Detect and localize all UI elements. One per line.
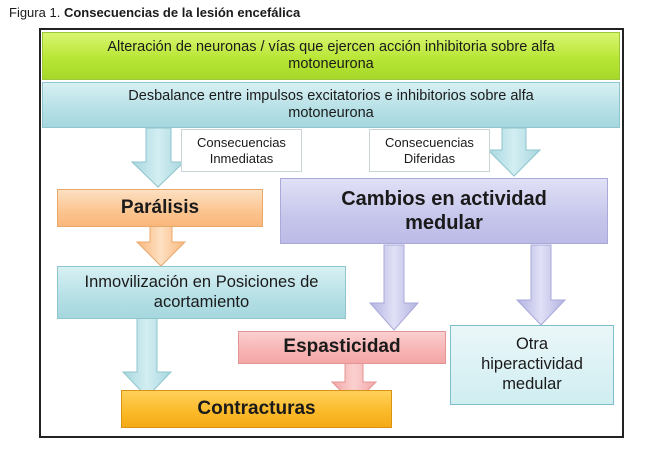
- box-espasticidad-text: Espasticidad: [283, 336, 401, 358]
- box-paralisis: Parálisis: [57, 189, 263, 227]
- box-otra-text: Otra hiperactividad medular: [481, 335, 583, 393]
- caption-title: Consecuencias de la lesión encefálica: [63, 5, 301, 20]
- box-espasticidad: Espasticidad: [238, 331, 446, 364]
- box-desbalance-text: Desbalance entre impulsos excitatorios e…: [128, 87, 534, 121]
- box-desbalance: Desbalance entre impulsos excitatorios e…: [42, 82, 620, 128]
- box-inmediatas-text: Consecuencias Inmediatas: [197, 134, 286, 166]
- arrow-inmovilizacion-contracturas: [121, 317, 173, 398]
- box-contracturas-text: Contracturas: [197, 397, 316, 419]
- box-cambios-text: Cambios en actividad medular: [341, 188, 547, 234]
- box-contracturas: Contracturas: [121, 390, 392, 428]
- box-paralisis-text: Parálisis: [120, 196, 200, 218]
- box-otra: Otra hiperactividad medular: [450, 325, 614, 405]
- box-diferidas-text: Consecuencias Diferidas: [385, 134, 474, 166]
- box-inmovilizacion: Inmovilización en Posiciones de acortami…: [57, 266, 346, 319]
- box-inmovilizacion-text: Inmovilización en Posiciones de acortami…: [84, 272, 319, 311]
- figure-caption: Figura 1. Consecuencias de la lesión enc…: [9, 5, 300, 20]
- arrow-cambios-otra: [515, 244, 567, 326]
- box-cambios: Cambios en actividad medular: [280, 178, 608, 244]
- box-diferidas: Consecuencias Diferidas: [369, 129, 490, 172]
- arrow-paralisis-inmovilizacion: [135, 225, 187, 267]
- box-inmediatas: Consecuencias Inmediatas: [181, 129, 302, 172]
- box-alteracion: Alteración de neuronas / vías que ejerce…: [42, 32, 620, 80]
- arrow-cambios-espasticidad: [368, 244, 420, 331]
- caption-prefix: Figura 1.: [9, 5, 61, 20]
- box-alteracion-text: Alteración de neuronas / vías que ejerce…: [107, 38, 555, 72]
- arrow-desbalance-cambios: [486, 127, 542, 177]
- arrow-desbalance-paralisis: [130, 127, 186, 188]
